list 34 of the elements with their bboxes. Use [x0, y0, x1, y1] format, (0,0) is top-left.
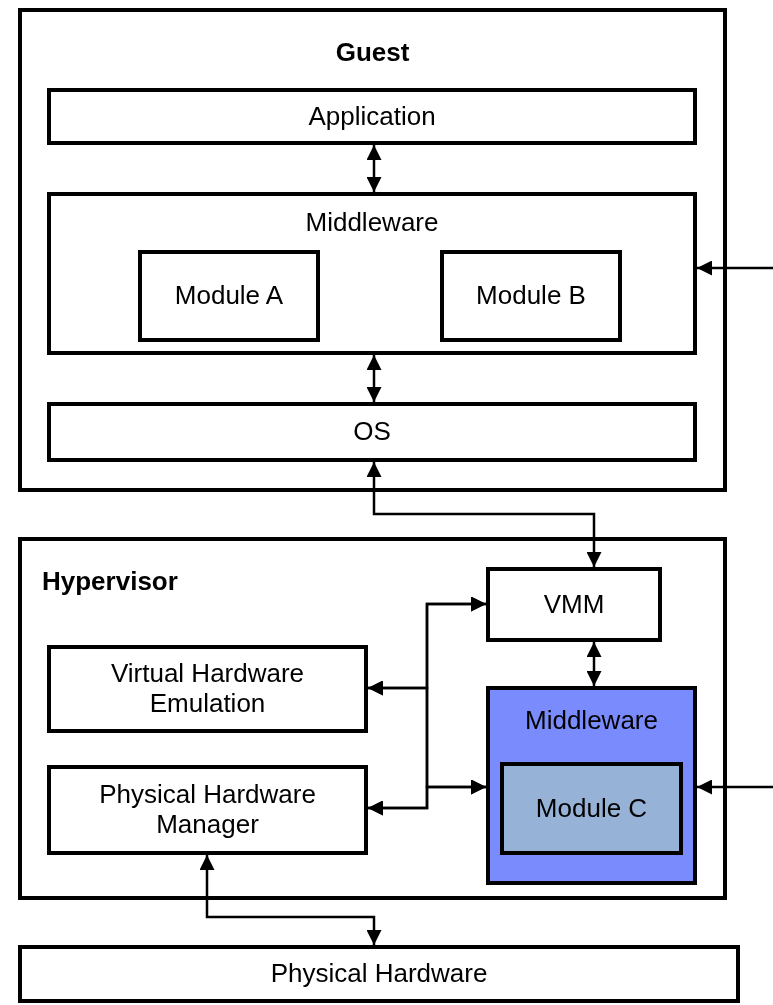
box-label: Module A [173, 281, 285, 311]
box-label: Application [307, 101, 437, 132]
layer-box [47, 88, 697, 145]
component-box [47, 765, 368, 855]
heading: Hypervisor [42, 567, 179, 597]
container-box [47, 192, 697, 355]
module-box [440, 250, 622, 342]
box-label: Physical Hardware [269, 959, 489, 989]
box-label: VMM [542, 589, 606, 620]
arrow [697, 260, 773, 276]
heading: Middleware [524, 706, 659, 736]
arrow [366, 145, 382, 192]
box-label: Module B [475, 281, 587, 311]
box-label: Physical Hardware Manager [98, 780, 317, 840]
heading: Middleware [304, 208, 440, 238]
layer-box [47, 402, 697, 462]
box-label: OS [352, 417, 392, 447]
arrow [697, 779, 773, 795]
arrow [366, 355, 382, 402]
arrow [199, 855, 382, 945]
layer-box [18, 945, 740, 1003]
component-box [47, 645, 368, 733]
arrow [368, 779, 486, 816]
component-box [486, 567, 662, 642]
container-box [486, 686, 697, 885]
module-box [500, 762, 683, 855]
module-box [138, 250, 320, 342]
box-label: Module C [534, 793, 649, 824]
container-box [18, 537, 727, 900]
container-box [18, 8, 727, 492]
heading: Guest [334, 38, 411, 68]
arrow [366, 462, 602, 567]
arrow [586, 642, 602, 686]
box-label: Virtual Hardware Emulation [109, 659, 306, 719]
